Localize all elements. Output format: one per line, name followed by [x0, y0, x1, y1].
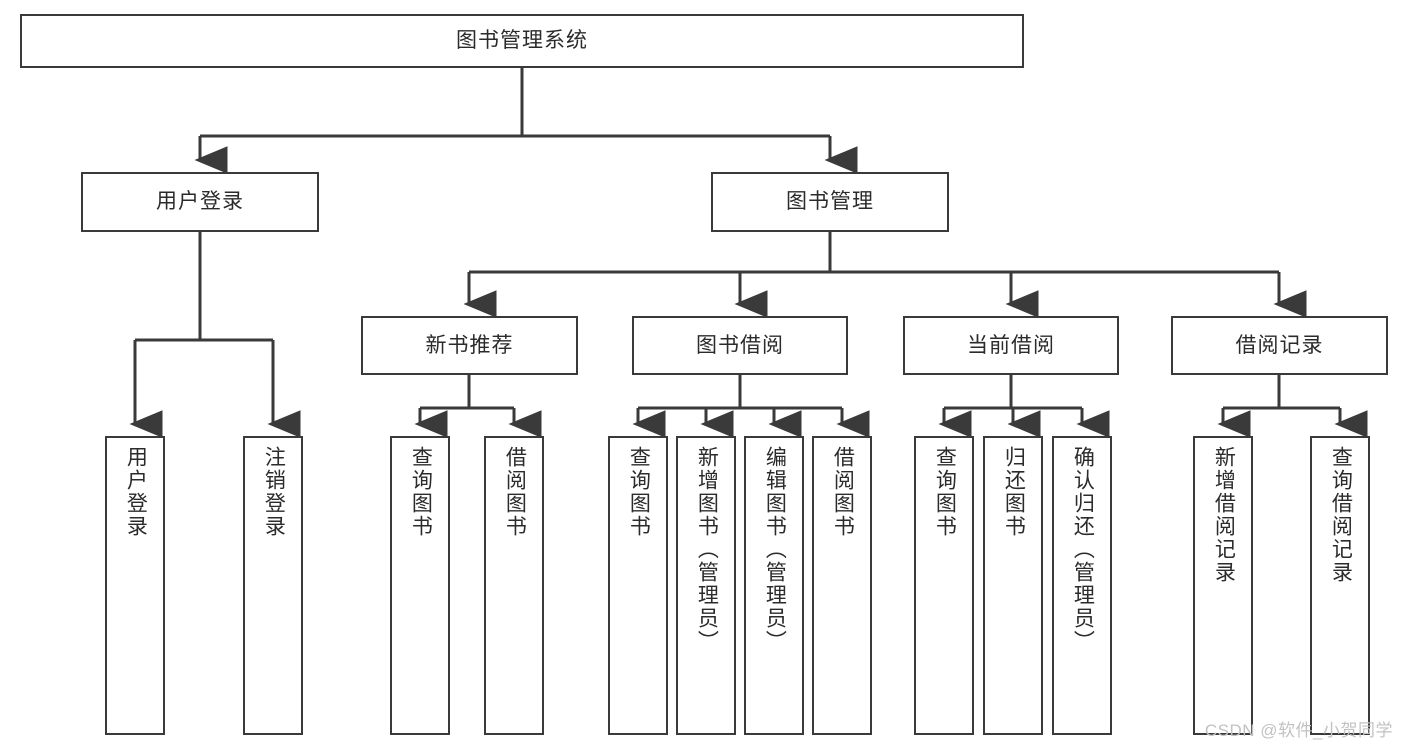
- watermark: CSDN @软件_小贺同学: [1204, 721, 1393, 740]
- node-book-borrow[interactable]: 图书借阅: [632, 316, 848, 375]
- leaf-confirm-return-admin[interactable]: 确认归还（管理员）: [1052, 436, 1112, 735]
- node-new-book-recommend[interactable]: 新书推荐: [361, 316, 578, 375]
- leaf-label: 借阅图书: [831, 446, 855, 538]
- leaf-borrow-book[interactable]: 借阅图书: [812, 436, 872, 735]
- leaf-label: 查询图书: [933, 446, 957, 538]
- leaf-label: 借阅图书: [503, 446, 527, 538]
- leaf-logout[interactable]: 注销登录: [243, 436, 303, 735]
- leaf-edit-book-admin[interactable]: 编辑图书（管理员）: [744, 436, 804, 735]
- leaf-label: 编辑图书（管理员）: [763, 446, 787, 653]
- leaf-label: 新增图书（管理员）: [695, 446, 719, 653]
- leaf-add-borrow-record[interactable]: 新增借阅记录: [1193, 436, 1253, 735]
- node-book-management[interactable]: 图书管理: [711, 172, 949, 232]
- node-current-borrow[interactable]: 当前借阅: [903, 316, 1119, 375]
- leaf-borrow-book-new[interactable]: 借阅图书: [484, 436, 544, 735]
- leaf-query-borrow-record[interactable]: 查询借阅记录: [1310, 436, 1370, 735]
- leaf-return-book[interactable]: 归还图书: [983, 436, 1043, 735]
- leaf-user-login[interactable]: 用户登录: [105, 436, 165, 735]
- node-user-login[interactable]: 用户登录: [81, 172, 319, 232]
- leaf-label: 查询图书: [627, 446, 651, 538]
- leaf-label: 用户登录: [124, 446, 148, 538]
- node-root[interactable]: 图书管理系统: [20, 14, 1024, 68]
- leaf-query-book[interactable]: 查询图书: [608, 436, 668, 735]
- leaf-query-book-new[interactable]: 查询图书: [390, 436, 450, 735]
- leaf-label: 确认归还（管理员）: [1071, 446, 1095, 653]
- leaf-label: 归还图书: [1002, 446, 1026, 538]
- node-borrow-record[interactable]: 借阅记录: [1171, 316, 1388, 375]
- leaf-add-book-admin[interactable]: 新增图书（管理员）: [676, 436, 736, 735]
- leaf-query-book-current[interactable]: 查询图书: [914, 436, 974, 735]
- leaf-label: 查询借阅记录: [1329, 446, 1353, 584]
- leaf-label: 新增借阅记录: [1212, 446, 1236, 584]
- leaf-label: 注销登录: [262, 446, 286, 538]
- leaf-label: 查询图书: [409, 446, 433, 538]
